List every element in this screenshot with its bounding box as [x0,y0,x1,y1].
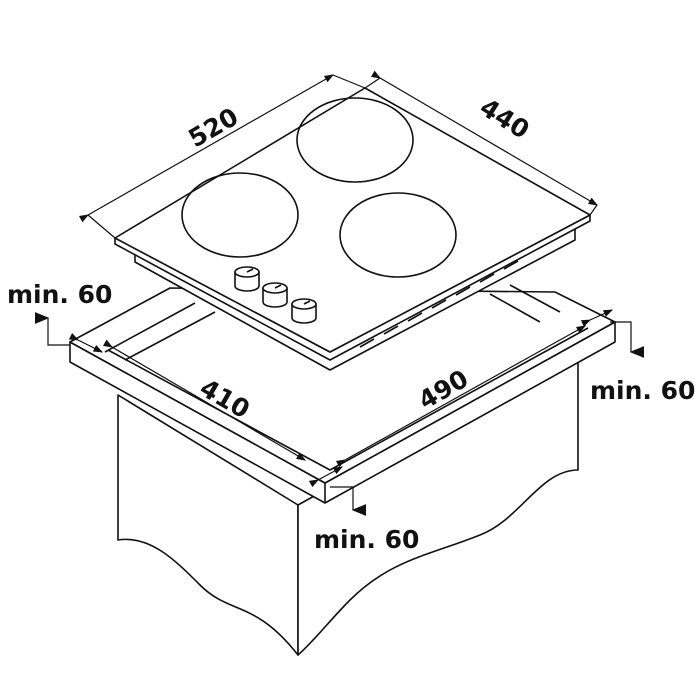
hob-depth-label: 440 [475,92,535,144]
front-clearance-label: min. 60 [314,525,419,554]
hob-width-label: 520 [184,102,244,153]
rear-clearance-label: min. 60 [7,280,112,309]
side-clearance-label: min. 60 [590,376,695,405]
dimension-lines [68,70,614,488]
clearance-arrows [34,312,645,516]
control-knobs [234,266,317,324]
